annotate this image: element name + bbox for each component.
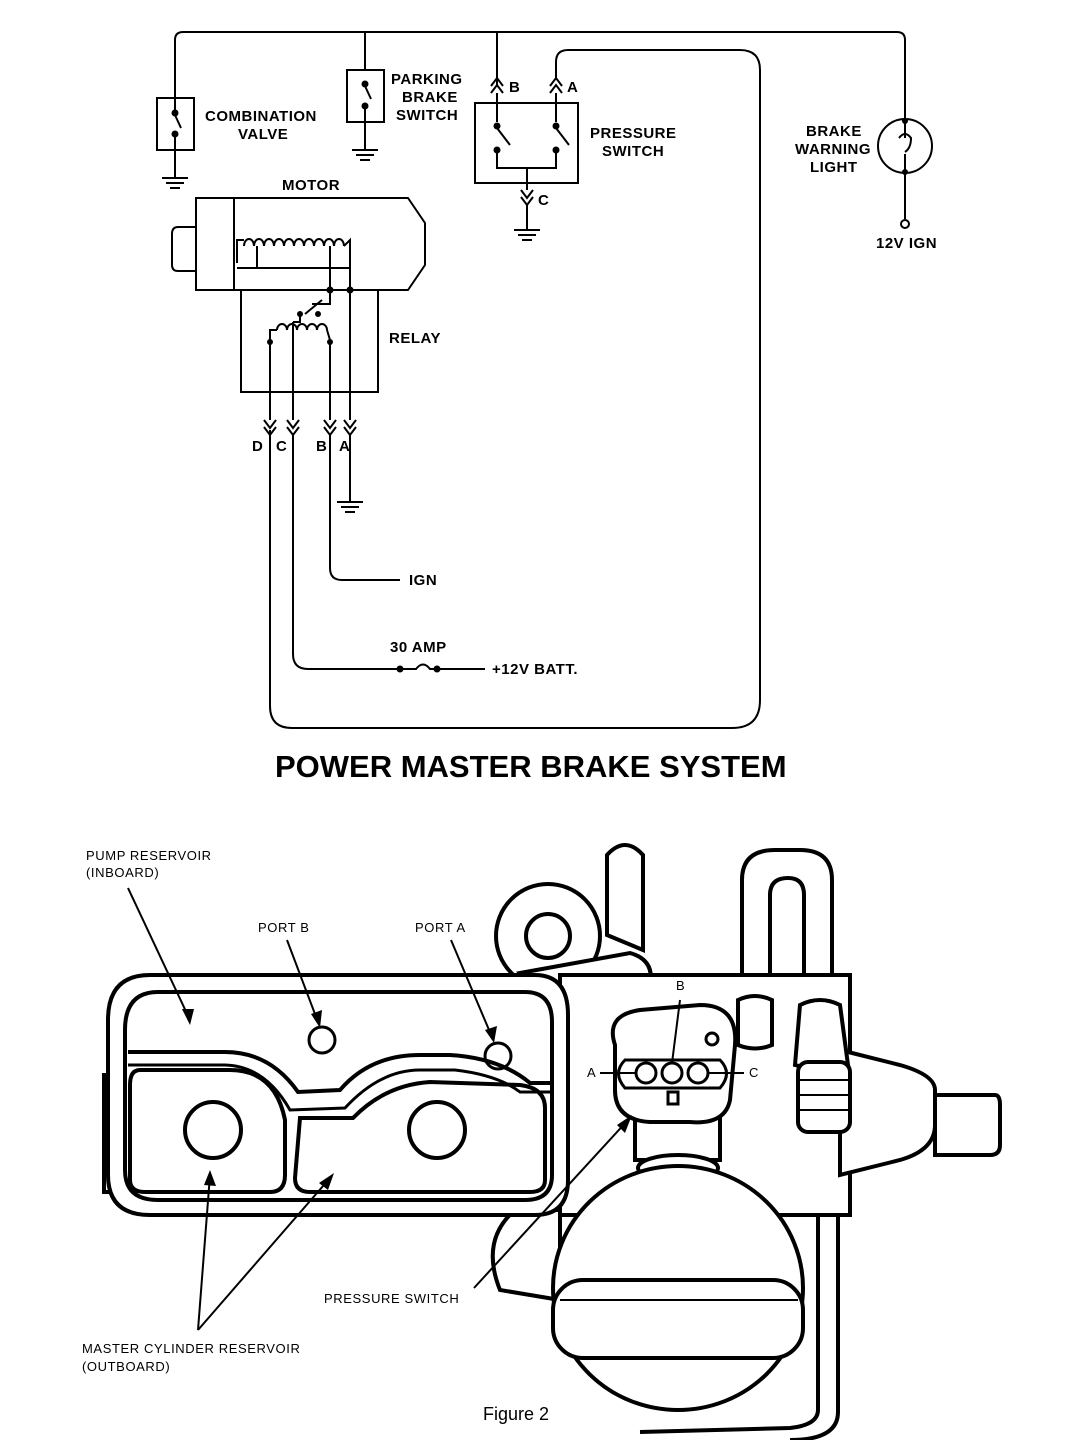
pressure-switch-symbol: [269, 49, 761, 729]
parking-brake-switch-label: PARKING BRAKE SWITCH: [391, 71, 467, 124]
pressure-switch-terminal-b: B: [509, 79, 520, 96]
parking-brake-switch: [346, 69, 385, 161]
pin-b-label: B: [676, 978, 685, 993]
accumulator: [551, 1113, 805, 1412]
motor-label: MOTOR: [282, 177, 340, 194]
pin-c-label: C: [749, 1065, 759, 1080]
connector-pin-c: C: [276, 438, 287, 455]
connector-pin-b: B: [316, 438, 327, 455]
ign-label: IGN: [409, 572, 437, 589]
connector-pin-d: D: [252, 438, 263, 455]
pressure-switch-figure-label: PRESSURE SWITCH: [324, 1291, 459, 1306]
pin-b-leader: [671, 999, 681, 1064]
brake-warning-light-label: BRAKE WARNING LIGHT: [795, 123, 876, 176]
pin-a-label: A: [587, 1065, 596, 1080]
port-b-label: PORT B: [258, 920, 310, 935]
lower-wiring: [292, 435, 485, 673]
port-a-label: PORT A: [415, 920, 466, 935]
relay-label: RELAY: [389, 330, 441, 347]
fuse-label: 30 AMP: [390, 639, 447, 656]
combination-valve-switch: [156, 97, 195, 189]
ign-12v-label: 12V IGN: [876, 235, 937, 252]
pressure-switch-label: PRESSURE SWITCH: [590, 125, 681, 160]
reservoir: [102, 973, 570, 1217]
pump-reservoir-label: PUMP RESERVOIR (INBOARD): [86, 848, 216, 880]
figure-caption: Figure 2: [483, 1404, 549, 1424]
connector-pin-a: A: [339, 438, 350, 455]
leader-lines: [127, 887, 632, 1331]
master-cylinder-reservoir-label: MASTER CYLINDER RESERVOIR (OUTBOARD): [82, 1341, 305, 1374]
combination-valve-label: COMBINATION VALVE: [205, 108, 322, 143]
motor-symbol: [171, 197, 426, 291]
relay-symbol: [240, 268, 379, 437]
pressure-switch-connector: [610, 1002, 738, 1125]
brake-warning-light-symbol: [877, 118, 933, 229]
pressure-switch-terminal-c: C: [538, 192, 549, 209]
diagram-title: POWER MASTER BRAKE SYSTEM: [275, 749, 787, 784]
wiring-schematic: COMBINATION VALVE PARKING BRAKE SWITCH: [156, 31, 937, 729]
master-cylinder-illustration: [102, 843, 1002, 1440]
pressure-switch-terminal-a: A: [567, 79, 578, 96]
battery-label: +12V BATT.: [492, 661, 578, 678]
